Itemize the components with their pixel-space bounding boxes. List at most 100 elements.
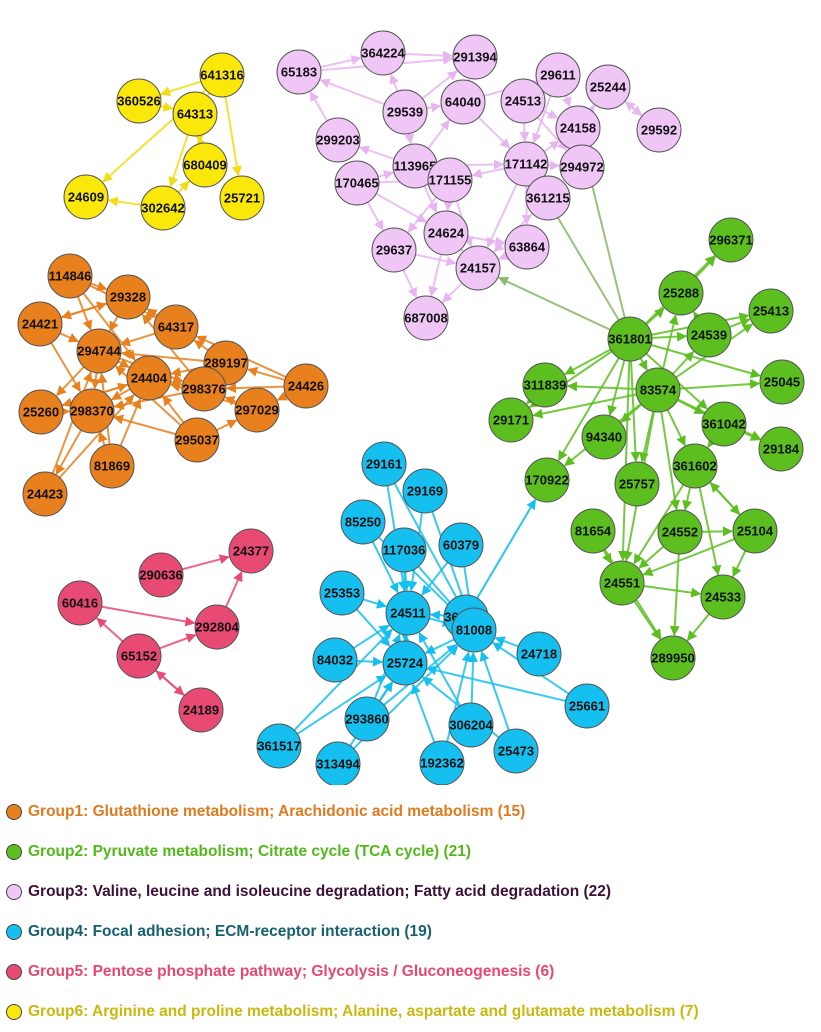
node-291394[interactable]: 291394 [453,35,497,79]
node-361801[interactable]: 361801 [608,317,652,361]
node-24533[interactable]: 24533 [701,575,745,619]
node-361215[interactable]: 361215 [526,176,570,220]
node-294744[interactable]: 294744 [77,329,121,373]
node-29539[interactable]: 29539 [383,90,427,134]
node-25045[interactable]: 25045 [760,360,804,404]
edge-64317-294744 [121,334,155,345]
node-311839[interactable]: 311839 [523,363,567,407]
node-84032[interactable]: 84032 [313,638,357,682]
node-290636[interactable]: 290636 [139,553,183,597]
node-117036[interactable]: 117036 [382,528,426,572]
edge-360526-64313 [160,106,172,109]
node-label: 687008 [404,311,447,326]
node-25260[interactable]: 25260 [19,390,63,434]
node-294972[interactable]: 294972 [560,145,604,189]
node-299203[interactable]: 299203 [316,118,360,162]
node-83574[interactable]: 83574 [636,368,680,412]
node-63864[interactable]: 63864 [505,225,549,269]
node-25721[interactable]: 25721 [220,176,264,220]
node-29161[interactable]: 29161 [362,442,406,486]
node-25757[interactable]: 25757 [615,462,659,506]
node-label: 24718 [521,647,557,662]
group5-dot-icon [6,964,22,980]
node-24404[interactable]: 24404 [127,356,171,400]
node-313494[interactable]: 313494 [316,742,360,785]
node-360526[interactable]: 360526 [117,79,161,123]
node-25473[interactable]: 25473 [494,729,538,773]
node-60379[interactable]: 60379 [439,523,483,567]
node-label: 361517 [257,739,300,754]
node-label: 94340 [586,430,622,445]
node-24158[interactable]: 24158 [556,106,600,150]
node-24624[interactable]: 24624 [424,211,468,255]
node-25288[interactable]: 25288 [659,271,703,315]
edge-25104-24533 [733,551,745,577]
node-24377[interactable]: 24377 [229,529,273,573]
node-24551[interactable]: 24551 [600,561,644,605]
node-94340[interactable]: 94340 [582,415,626,459]
node-64313[interactable]: 64313 [173,92,217,136]
node-24189[interactable]: 24189 [179,688,223,732]
node-64040[interactable]: 64040 [441,80,485,124]
node-24426[interactable]: 24426 [284,364,328,408]
node-25661[interactable]: 25661 [565,684,609,728]
node-289950[interactable]: 289950 [651,636,695,680]
node-306204[interactable]: 306204 [449,703,493,747]
node-292804[interactable]: 292804 [195,605,239,649]
node-29171[interactable]: 29171 [489,398,533,442]
node-295037[interactable]: 295037 [175,418,219,462]
node-170922[interactable]: 170922 [525,458,569,502]
node-25724[interactable]: 25724 [383,641,427,685]
node-298370[interactable]: 298370 [70,389,114,433]
node-29169[interactable]: 29169 [403,469,447,513]
node-361042[interactable]: 361042 [702,402,746,446]
node-192362[interactable]: 192362 [420,741,464,785]
node-171155[interactable]: 171155 [428,158,472,202]
node-24539[interactable]: 24539 [687,313,731,357]
node-24513[interactable]: 24513 [501,79,545,123]
node-65152[interactable]: 65152 [117,634,161,678]
node-25413[interactable]: 25413 [749,289,793,333]
edge-171142-171155 [473,169,505,176]
node-297029[interactable]: 297029 [235,388,279,432]
node-170465[interactable]: 170465 [335,161,379,205]
node-81654[interactable]: 81654 [571,509,615,553]
node-24511[interactable]: 24511 [386,591,430,635]
node-65183[interactable]: 65183 [277,50,321,94]
node-label: 292804 [195,620,239,635]
node-29184[interactable]: 29184 [759,427,803,471]
node-24552[interactable]: 24552 [658,510,702,554]
node-label: 117036 [383,543,426,558]
node-25244[interactable]: 25244 [586,65,630,109]
node-361602[interactable]: 361602 [673,444,717,488]
node-29592[interactable]: 29592 [637,108,681,152]
node-label: 24513 [505,94,541,109]
node-293860[interactable]: 293860 [345,697,389,741]
node-29637[interactable]: 29637 [372,228,416,272]
node-361517[interactable]: 361517 [257,724,301,768]
node-85250[interactable]: 85250 [341,500,385,544]
edge-24421-298370 [51,343,80,391]
edge-294744-298370 [95,373,97,388]
node-81008[interactable]: 81008 [452,608,496,652]
node-24157[interactable]: 24157 [456,246,500,290]
node-64317[interactable]: 64317 [154,305,198,349]
node-24421[interactable]: 24421 [18,302,62,346]
node-25104[interactable]: 25104 [733,509,777,553]
node-24609[interactable]: 24609 [64,175,108,219]
node-298376[interactable]: 298376 [182,367,226,411]
node-label: 29637 [376,243,412,258]
node-25353[interactable]: 25353 [320,571,364,615]
node-680409[interactable]: 680409 [183,143,227,187]
node-296371[interactable]: 296371 [709,218,753,262]
node-114846[interactable]: 114846 [48,254,92,298]
node-641316[interactable]: 641316 [200,53,244,97]
node-687008[interactable]: 687008 [404,296,448,340]
node-364224[interactable]: 364224 [361,31,405,75]
node-29328[interactable]: 29328 [106,275,150,319]
node-302642[interactable]: 302642 [141,186,185,230]
node-24718[interactable]: 24718 [517,632,561,676]
node-24423[interactable]: 24423 [23,472,67,516]
node-60416[interactable]: 60416 [58,581,102,625]
node-81869[interactable]: 81869 [90,444,134,488]
